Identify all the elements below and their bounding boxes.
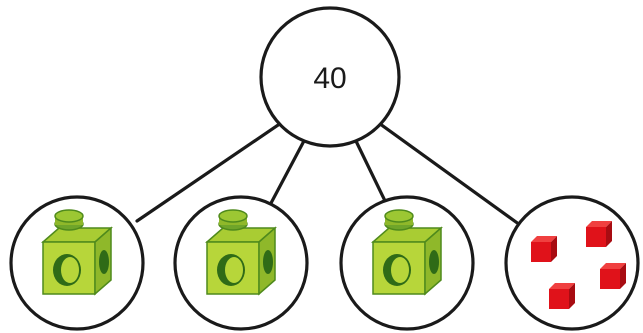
green-cube-icon — [371, 209, 443, 296]
child-node-2 — [173, 195, 309, 331]
green-cube-icon — [205, 209, 277, 296]
connector-line-1 — [135, 119, 286, 223]
green-cube-icon — [41, 209, 113, 296]
top-node-value: 40 — [313, 62, 346, 95]
top-node: 40 — [259, 6, 401, 148]
red-cube-small — [549, 283, 575, 309]
child-node-3 — [339, 195, 475, 331]
child-node-1 — [9, 195, 145, 331]
red-cube-small — [531, 236, 557, 262]
red-cube-small — [586, 221, 612, 247]
connector-line-3 — [353, 137, 389, 207]
red-cubes-icon — [531, 221, 626, 309]
child-node-4 — [504, 195, 640, 331]
connector-line-2 — [268, 137, 307, 207]
connector-line-4 — [374, 119, 529, 232]
red-cube-small — [600, 263, 626, 289]
connector-lines — [135, 119, 529, 232]
